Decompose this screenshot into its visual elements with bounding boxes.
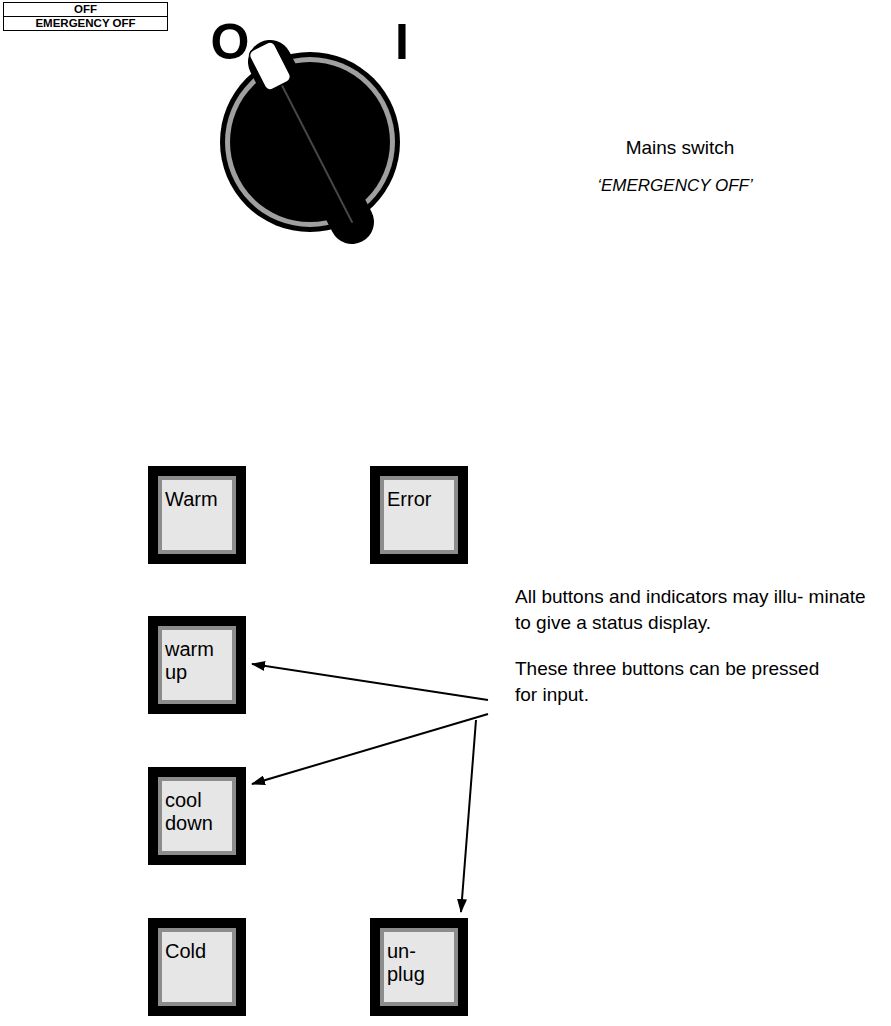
handle-edge bbox=[270, 62, 352, 222]
button-face: un- plug bbox=[380, 928, 458, 1006]
indicator-lamp: Cold bbox=[148, 918, 246, 1016]
node-text: un- plug bbox=[387, 940, 451, 986]
node-text: warm up bbox=[165, 638, 229, 684]
indicator-lamp: Warm bbox=[148, 466, 246, 564]
leader-arrow bbox=[252, 664, 488, 700]
handle-indicator bbox=[248, 40, 293, 92]
off-mark: O bbox=[200, 14, 260, 70]
leader-arrow bbox=[252, 714, 488, 784]
button-face: cool down bbox=[158, 777, 236, 855]
node-text: cool down bbox=[165, 789, 229, 835]
callout-note: All buttons and indicators may illu- min… bbox=[515, 584, 870, 636]
on-mark: I bbox=[372, 14, 432, 70]
callout-note: These three buttons can be pressed for i… bbox=[515, 656, 845, 708]
switch-ring bbox=[225, 57, 395, 227]
button-face: Cold bbox=[158, 928, 236, 1006]
push-button: un- plug bbox=[370, 918, 468, 1016]
switch-handle bbox=[270, 62, 352, 222]
node-text: Warm bbox=[165, 488, 229, 511]
switch-caption: Mains switch bbox=[590, 136, 770, 160]
switch-disk bbox=[230, 62, 390, 222]
switch-caption: ‘EMERGENCY OFF’ bbox=[560, 174, 790, 198]
node-text: OFF bbox=[4, 3, 167, 17]
push-button: cool down bbox=[148, 767, 246, 865]
panel-label-box: OFFEMERGENCY OFF bbox=[3, 2, 168, 31]
push-button: warm up bbox=[148, 616, 246, 714]
button-face: Error bbox=[380, 476, 458, 554]
node-text: Error bbox=[387, 488, 451, 511]
switch-bezel bbox=[220, 52, 400, 232]
node-text: EMERGENCY OFF bbox=[4, 17, 167, 30]
button-face: Warm bbox=[158, 476, 236, 554]
indicator-lamp: Error bbox=[370, 466, 468, 564]
button-face: warm up bbox=[158, 626, 236, 704]
node-text: Cold bbox=[165, 940, 229, 963]
leader-arrow bbox=[461, 720, 476, 912]
